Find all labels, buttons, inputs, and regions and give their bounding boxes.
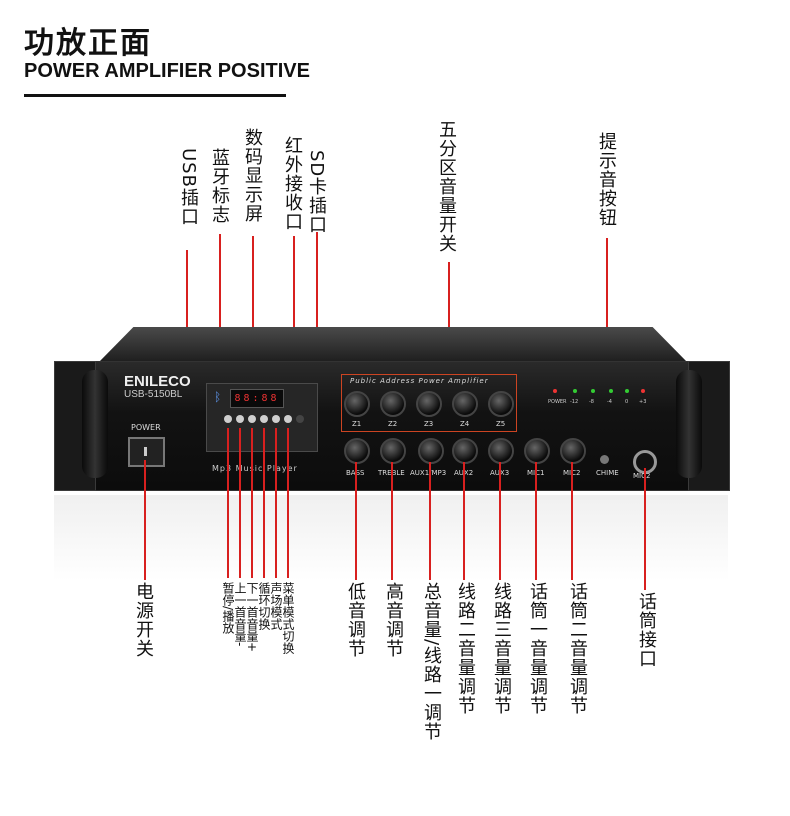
- lead-treble: [391, 462, 393, 580]
- zone-4-label: Z4: [460, 420, 470, 428]
- chime-button[interactable]: [600, 455, 609, 464]
- zone-3-knob[interactable]: [416, 391, 442, 417]
- zone-1-knob[interactable]: [344, 391, 370, 417]
- bluetooth-icon: ᛒ: [214, 390, 222, 404]
- callout-bluetooth: 蓝牙标志: [209, 148, 230, 224]
- callout-power: 电源开关: [133, 582, 154, 658]
- led-0-label: 0: [625, 399, 629, 405]
- callout-aux2: 线路二音量调节: [455, 582, 476, 715]
- lead-mic2: [571, 462, 573, 580]
- callout-pause: 暂停/播放: [221, 582, 235, 635]
- zone-2-label: Z2: [388, 420, 398, 428]
- ir-receiver: [296, 415, 304, 423]
- handle-right: [676, 370, 702, 478]
- callout-aux3: 线路三音量调节: [491, 582, 512, 715]
- aux2-knob[interactable]: [452, 438, 478, 464]
- led-minus8: [591, 389, 595, 393]
- menu-button[interactable]: [284, 415, 292, 423]
- prev-button[interactable]: [236, 415, 244, 423]
- lead-pause: [227, 428, 229, 578]
- lead-power: [144, 460, 146, 580]
- callout-master: 总音量/线路一调节: [421, 582, 442, 742]
- bass-knob[interactable]: [344, 438, 370, 464]
- chime-label: CHIME: [596, 469, 619, 477]
- callout-chime: 提示音按钮: [596, 132, 617, 227]
- callout-next: 下一首音量+: [245, 582, 259, 653]
- mic2-jack-label: MIC2: [633, 472, 651, 480]
- callout-zones: 五分区音量开关: [436, 120, 457, 253]
- led-m8-label: -8: [589, 399, 594, 405]
- callout-loop: 循环切换: [257, 582, 271, 630]
- lead-aux3: [499, 462, 501, 580]
- zone-group-frame: [341, 374, 517, 432]
- page-subtitle: POWER AMPLIFIER POSITIVE: [24, 60, 310, 82]
- loop-button[interactable]: [260, 415, 268, 423]
- lead-ir: [293, 236, 295, 416]
- aux1-mp3-knob[interactable]: [418, 438, 444, 464]
- led-minus12: [573, 389, 577, 393]
- callout-usb: USB插口: [178, 148, 199, 226]
- callout-sd: SD卡插口: [306, 150, 327, 235]
- mic2-knob[interactable]: [560, 438, 586, 464]
- lead-loop: [263, 428, 265, 578]
- led-m12-label: -12: [570, 399, 579, 405]
- digital-display: 88:88: [230, 389, 284, 408]
- pa-label: Public Address Power Amplifier: [350, 377, 489, 385]
- led-power: [553, 389, 557, 393]
- aux3-knob[interactable]: [488, 438, 514, 464]
- lead-menu: [287, 428, 289, 578]
- led-m4-label: -4: [607, 399, 612, 405]
- lead-prev: [239, 428, 241, 578]
- callout-bass: 低音调节: [345, 582, 366, 658]
- lead-eq: [275, 428, 277, 578]
- treble-knob[interactable]: [380, 438, 406, 464]
- lead-aux1: [429, 462, 431, 580]
- callout-mic2: 话筒二音量调节: [567, 582, 588, 715]
- callout-display: 数码显示屏: [242, 128, 263, 223]
- callout-prev: 上一首音量-: [233, 582, 247, 647]
- player-label: Mp3 Music Player: [212, 464, 298, 473]
- callout-menu: 菜单模式切换: [281, 582, 295, 654]
- mic1-knob[interactable]: [524, 438, 550, 464]
- chassis-top: [98, 327, 688, 363]
- lead-bass: [355, 462, 357, 580]
- lead-next: [251, 428, 253, 578]
- led-plus3: [641, 389, 645, 393]
- callout-ir: 红外接收口: [282, 136, 303, 231]
- lead-aux2: [463, 462, 465, 580]
- model-number: USB-5150BL: [124, 389, 183, 400]
- zone-5-knob[interactable]: [488, 391, 514, 417]
- brand-logo: ENILECO: [124, 373, 191, 390]
- led-zero: [625, 389, 629, 393]
- lead-zones: [448, 262, 450, 374]
- lead-display: [252, 236, 254, 396]
- zone-1-label: Z1: [352, 420, 362, 428]
- callout-treble: 高音调节: [383, 582, 404, 658]
- power-label: POWER: [131, 423, 161, 432]
- callout-mic-jack: 话筒接口: [636, 592, 657, 668]
- led-power-label: POWER: [548, 399, 567, 405]
- zone-2-knob[interactable]: [380, 391, 406, 417]
- callout-channel: 声场模式: [269, 582, 283, 630]
- zone-4-knob[interactable]: [452, 391, 478, 417]
- eq-button[interactable]: [272, 415, 280, 423]
- led-minus4: [609, 389, 613, 393]
- pause-play-button[interactable]: [224, 415, 232, 423]
- lead-mic-jack: [644, 468, 646, 590]
- zone-5-label: Z5: [496, 420, 506, 428]
- handle-left: [82, 370, 108, 478]
- lead-bluetooth: [219, 234, 221, 404]
- aux1-mp3-label: AUX1/MP3: [410, 469, 446, 477]
- zone-3-label: Z3: [424, 420, 434, 428]
- next-button[interactable]: [248, 415, 256, 423]
- led-p3-label: +3: [639, 399, 647, 405]
- power-switch[interactable]: [128, 437, 165, 467]
- callout-mic1: 话筒一音量调节: [527, 582, 548, 715]
- lead-mic1: [535, 462, 537, 580]
- page-title: 功放正面: [24, 26, 152, 61]
- title-divider: [24, 94, 286, 97]
